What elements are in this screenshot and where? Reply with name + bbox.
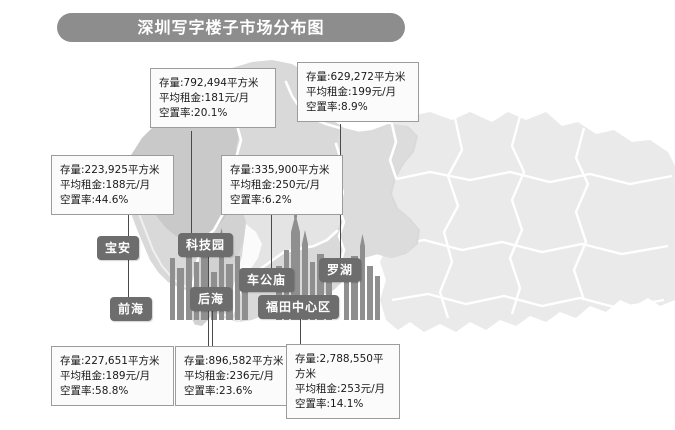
callout-rent: 平均租金:253元/月	[295, 383, 386, 395]
district-label-futian[interactable]: 福田中心区	[258, 295, 340, 319]
callout-vacancy: 空置率:8.9%	[306, 101, 368, 113]
callout-vacancy: 空置率:44.6%	[60, 194, 129, 206]
district-label-text: 车公庙	[247, 273, 287, 287]
callout-rent: 平均租金:188元/月	[60, 179, 151, 191]
callout-stock: 存量:227,651平方米	[60, 355, 160, 367]
district-label-kejiyuan[interactable]: 科技园	[178, 233, 234, 257]
callout-stock: 存量:2,788,550平	[295, 353, 384, 365]
callout-luohu[interactable]: 存量:629,272平方米 平均租金:199元/月 空置率:8.9%	[297, 62, 419, 122]
district-label-qianhai[interactable]: 前海	[110, 297, 153, 321]
callout-rent: 平均租金:250元/月	[230, 179, 321, 191]
callout-rent: 平均租金:236元/月	[184, 370, 275, 382]
callout-stock: 存量:335,900平方米	[230, 164, 330, 176]
callout-qianhai[interactable]: 存量:223,925平方米 平均租金:188元/月 空置率:44.6%	[51, 155, 174, 215]
callout-vacancy: 空置率:20.1%	[159, 107, 228, 119]
callout-rent: 平均租金:199元/月	[306, 86, 397, 98]
page-title-text: 深圳写字楼子市场分布图	[137, 18, 325, 37]
district-label-text: 后海	[198, 292, 225, 306]
callout-houhai[interactable]: 存量:896,582平方米 平均租金:236元/月 空置率:23.6%	[175, 346, 298, 406]
callout-baoan[interactable]: 存量:792,494平方米 平均租金:181元/月 空置率:20.1%	[150, 68, 276, 128]
callout-vacancy: 空置率:6.2%	[230, 194, 292, 206]
callout-stock: 存量:223,925平方米	[60, 164, 160, 176]
callout-vacancy: 空置率:14.1%	[295, 398, 364, 410]
district-label-chegongmiao[interactable]: 车公庙	[239, 268, 295, 292]
district-label-text: 福田中心区	[266, 300, 332, 314]
district-label-baoan[interactable]: 宝安	[97, 236, 140, 260]
district-label-text: 前海	[118, 302, 145, 316]
callout-rent: 平均租金:189元/月	[60, 370, 151, 382]
page-title: 深圳写字楼子市场分布图	[57, 13, 405, 42]
callout-stock-unit: 方米	[295, 368, 316, 380]
leader-line-futian	[300, 300, 301, 346]
callout-rent: 平均租金:181元/月	[159, 92, 250, 104]
leader-line-chegongmiao	[271, 212, 272, 272]
district-label-text: 科技园	[186, 238, 226, 252]
callout-kejiyuan[interactable]: 存量:227,651平方米 平均租金:189元/月 空置率:58.8%	[51, 346, 174, 406]
callout-vacancy: 空置率:23.6%	[184, 385, 253, 397]
callout-futian[interactable]: 存量:2,788,550平 方米 平均租金:253元/月 空置率:14.1%	[286, 344, 400, 419]
district-label-text: 罗湖	[327, 263, 354, 277]
leader-line-houhai	[212, 292, 213, 348]
callout-vacancy: 空置率:58.8%	[60, 385, 129, 397]
district-label-text: 宝安	[105, 241, 132, 255]
map-outer-region	[380, 112, 675, 332]
callout-stock: 存量:792,494平方米	[159, 77, 259, 89]
district-label-houhai[interactable]: 后海	[190, 287, 233, 311]
district-label-luohu[interactable]: 罗湖	[319, 258, 362, 282]
callout-stock: 存量:896,582平方米	[184, 355, 284, 367]
callout-chegongmiao[interactable]: 存量:335,900平方米 平均租金:250元/月 空置率:6.2%	[221, 155, 343, 215]
callout-stock: 存量:629,272平方米	[306, 71, 406, 83]
leader-line-baoan	[191, 131, 192, 241]
